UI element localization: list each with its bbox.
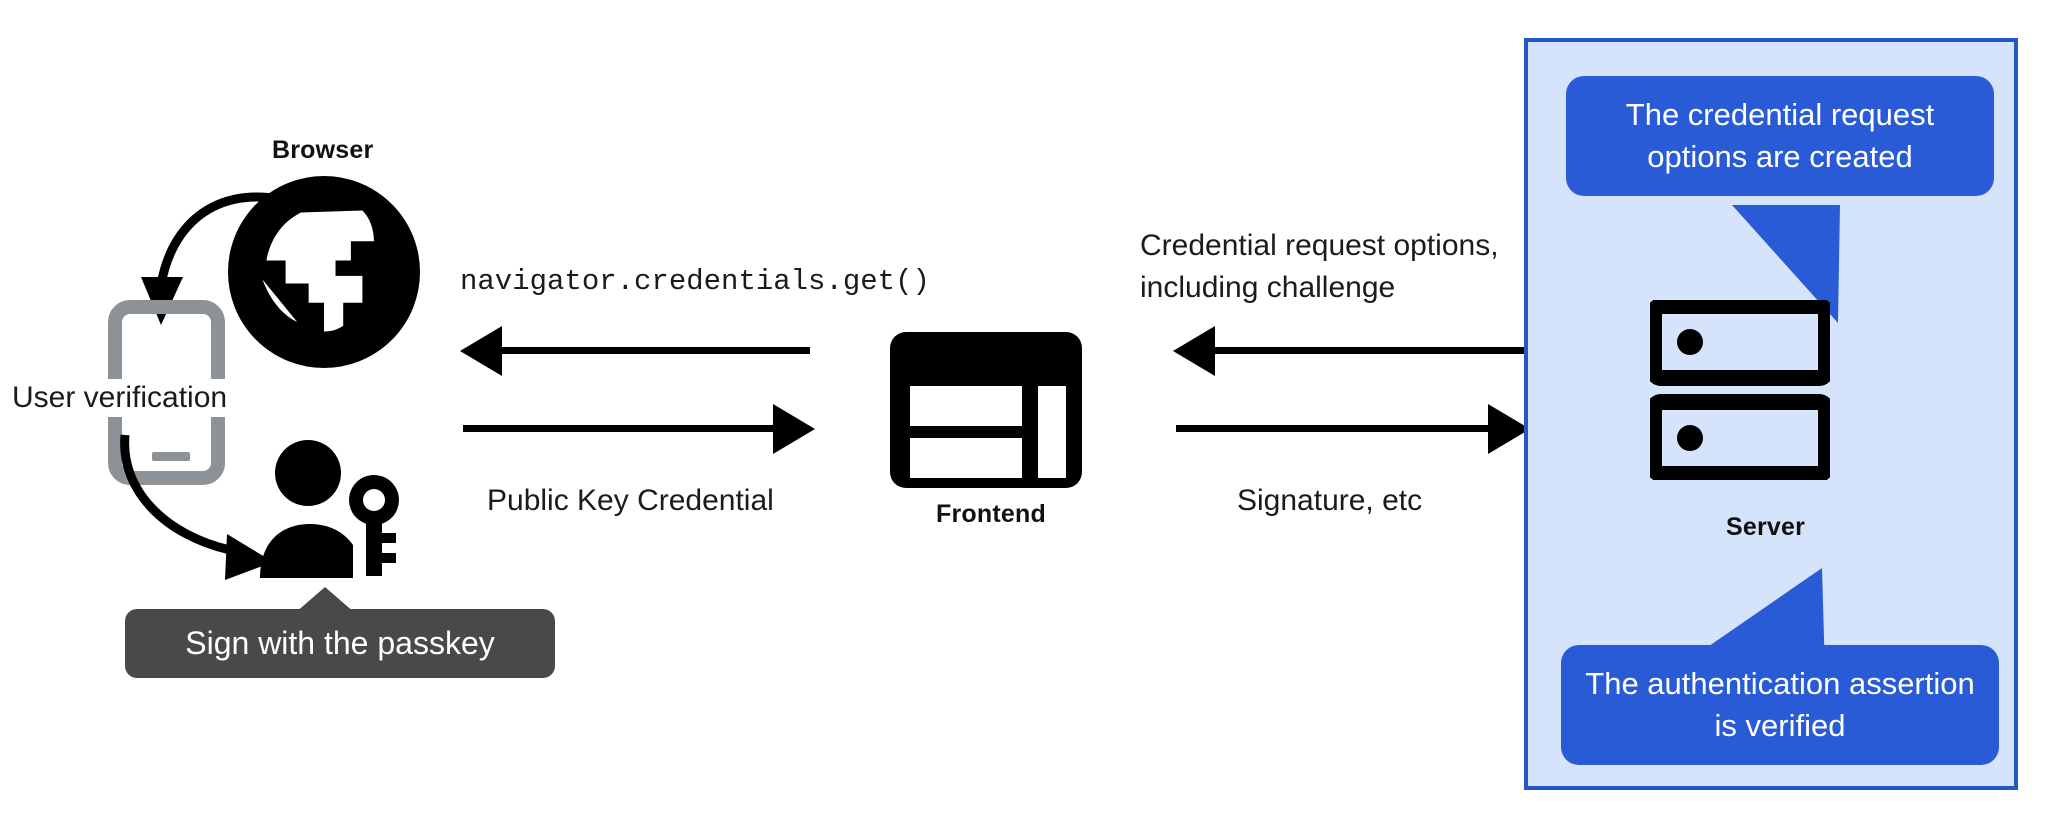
callout-top-tail — [1680, 205, 1840, 323]
callout-credential-request-created: The credential request options are creat… — [1566, 76, 1994, 196]
passkey-tooltip: Sign with the passkey — [125, 609, 555, 678]
server-rack-icon — [1646, 298, 1834, 482]
arrow-caption-credential-request-options: Credential request options, including ch… — [1140, 229, 1499, 304]
user-verification-label: User verification — [8, 379, 232, 417]
arrow-caption-navigator-get: navigator.credentials.get() — [460, 265, 930, 298]
arrow-caption-signature: Signature, etc — [1237, 484, 1423, 517]
globe-icon — [228, 176, 420, 368]
phone-to-user-arrow — [120, 434, 273, 580]
frontend-node-label: Frontend — [936, 500, 1046, 528]
browser-node-label: Browser — [272, 136, 374, 164]
web-layout-icon — [888, 330, 1084, 490]
smartphone-home-indicator — [152, 452, 190, 461]
server-node-label: Server — [1726, 513, 1806, 541]
person-with-key-icon — [255, 438, 405, 578]
callout-authentication-assertion-verified: The authentication assertion is verified — [1561, 645, 1999, 765]
arrow-caption-public-key-credential: Public Key Credential — [487, 484, 774, 517]
passkey-tooltip-tail — [295, 587, 355, 613]
